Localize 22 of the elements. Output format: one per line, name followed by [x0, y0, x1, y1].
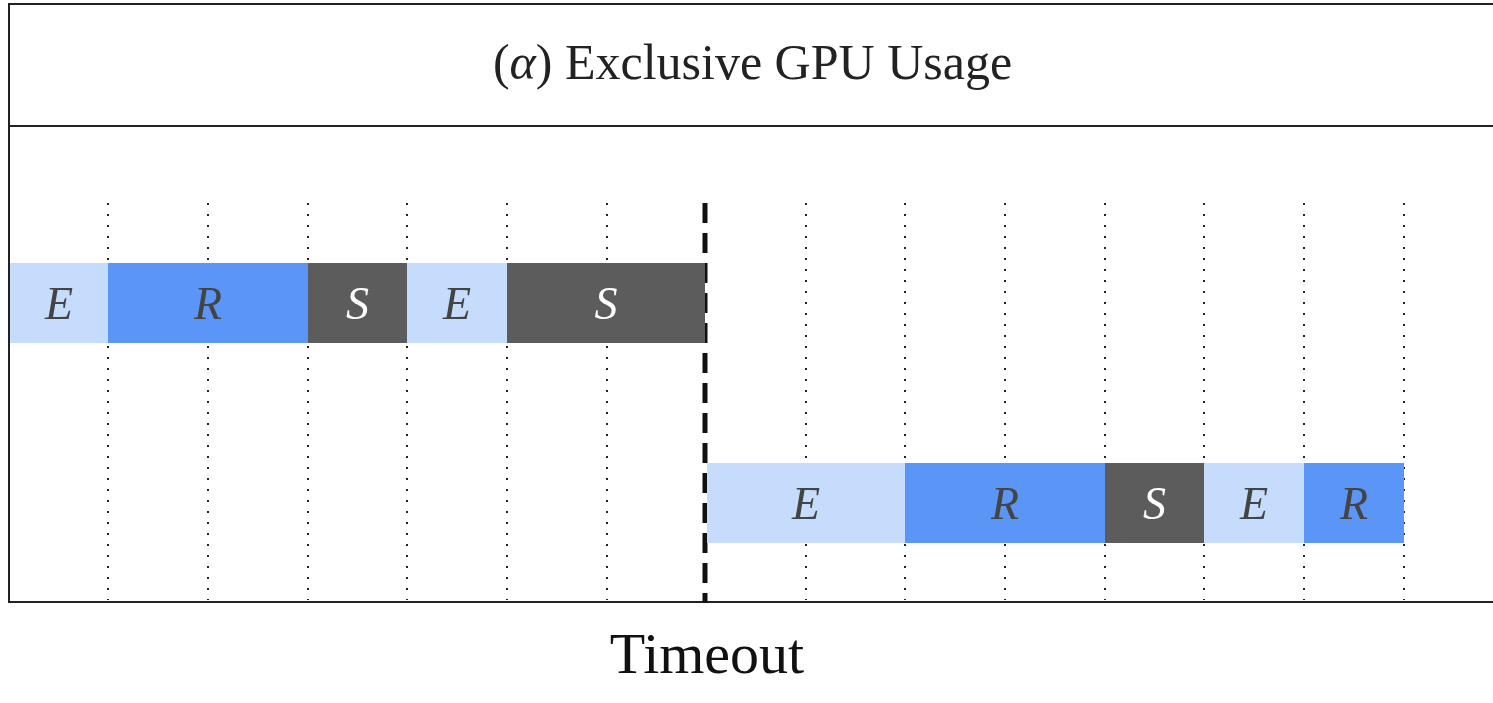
block-letter: S — [1143, 476, 1166, 530]
time-block — [407, 263, 507, 343]
timeout-label: Timeout — [608, 620, 806, 687]
block-letter: S — [594, 276, 618, 330]
time-block — [1304, 463, 1404, 543]
time-block — [10, 263, 108, 343]
block-letter: R — [990, 476, 1020, 530]
time-block — [905, 463, 1105, 543]
block-letter: E — [791, 476, 821, 530]
time-block — [707, 463, 905, 543]
block-letter: R — [1339, 476, 1369, 530]
title: (α) Exclusive GPU Usage — [491, 33, 1014, 91]
time-block — [1105, 463, 1204, 543]
time-block — [108, 263, 308, 343]
time-block — [507, 263, 705, 343]
time-block — [308, 263, 407, 343]
block-letter: R — [193, 276, 223, 330]
block-letter: E — [442, 276, 472, 330]
block-letter: S — [346, 276, 369, 330]
block-letter: E — [1239, 476, 1269, 530]
block-letter: E — [44, 276, 74, 330]
time-block — [1204, 463, 1304, 543]
